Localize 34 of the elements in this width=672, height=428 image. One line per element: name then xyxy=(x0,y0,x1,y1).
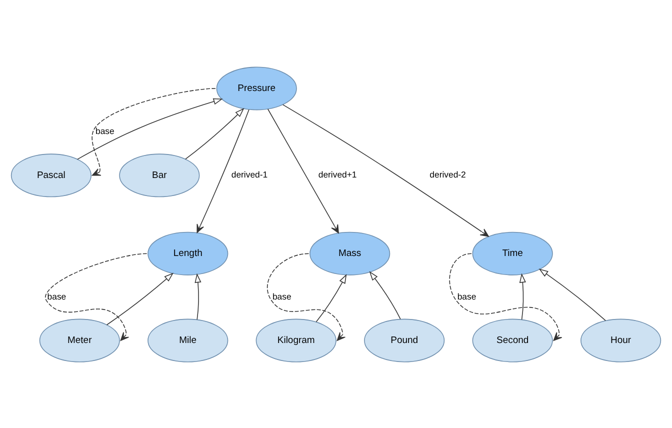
arrow xyxy=(194,272,202,320)
edge-label: base xyxy=(457,290,476,301)
arrow xyxy=(449,252,562,340)
node-ellipse: Pascal xyxy=(10,153,92,197)
arrow xyxy=(77,98,223,160)
arrow xyxy=(106,272,174,325)
node-ellipse: Pound xyxy=(364,318,445,362)
node-ellipse: Kilogram xyxy=(256,318,336,362)
node-ellipse: Pressure xyxy=(216,66,297,110)
node-ellipse: Mass xyxy=(310,231,390,275)
node-ellipse: Hour xyxy=(580,318,662,362)
arrow xyxy=(185,108,244,159)
arrow xyxy=(369,270,401,319)
node-ellipse: Bar xyxy=(119,153,200,197)
node-ellipse: Length xyxy=(148,231,228,275)
arrow xyxy=(267,108,339,233)
node-ellipse: Second xyxy=(472,318,553,362)
arrow xyxy=(519,272,526,320)
arrow xyxy=(196,108,250,233)
node-ellipse: Mile xyxy=(148,318,228,362)
edge-label: derived-2 xyxy=(430,169,466,180)
arrow xyxy=(44,252,148,340)
arrow xyxy=(267,252,346,340)
edge-label: base xyxy=(272,290,292,301)
edge-label: base xyxy=(47,290,66,301)
arrow xyxy=(282,104,489,236)
arrow xyxy=(92,88,216,176)
node-ellipse: Meter xyxy=(39,318,120,362)
node-ellipse: Time xyxy=(472,231,553,275)
edge-label: derived-1 xyxy=(231,169,268,180)
edge-label: base xyxy=(95,126,114,136)
arrow xyxy=(316,274,347,322)
arrow xyxy=(538,268,606,320)
edge-label: derived+1 xyxy=(318,169,357,180)
